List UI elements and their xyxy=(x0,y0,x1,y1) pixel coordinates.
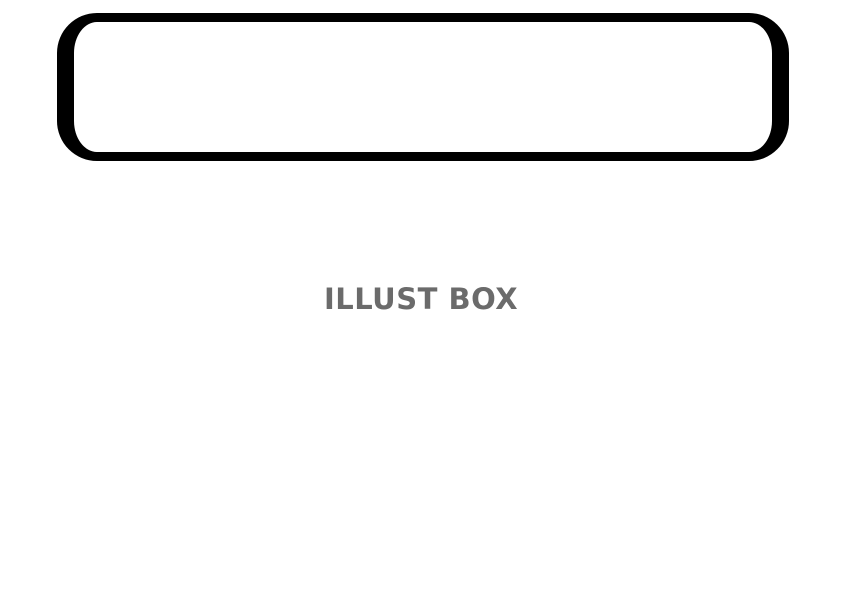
rounded-rectangle-frame xyxy=(57,13,789,161)
watermark-text: ILLUST BOX xyxy=(323,282,519,316)
